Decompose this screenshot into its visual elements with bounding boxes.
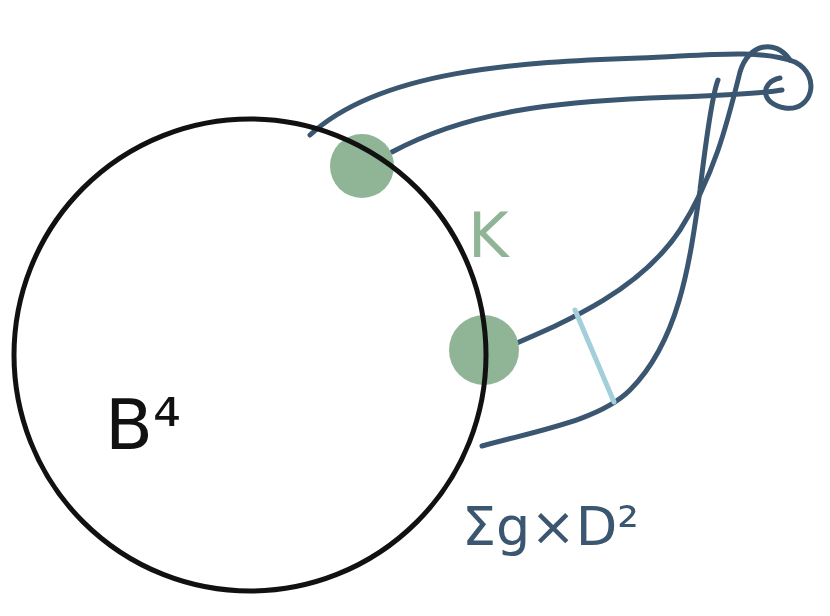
band-label: Σg×D²: [462, 500, 639, 554]
attaching-region: [330, 134, 394, 198]
disk-fibre: [575, 310, 614, 402]
band-edge: [512, 47, 790, 345]
band-edge: [392, 90, 782, 152]
ball-label: B⁴: [105, 390, 181, 460]
circle-outline: [11, 116, 489, 594]
knot-label: K: [468, 205, 509, 267]
band-edge: [482, 80, 718, 446]
ball-circle: B⁴: [11, 116, 489, 594]
